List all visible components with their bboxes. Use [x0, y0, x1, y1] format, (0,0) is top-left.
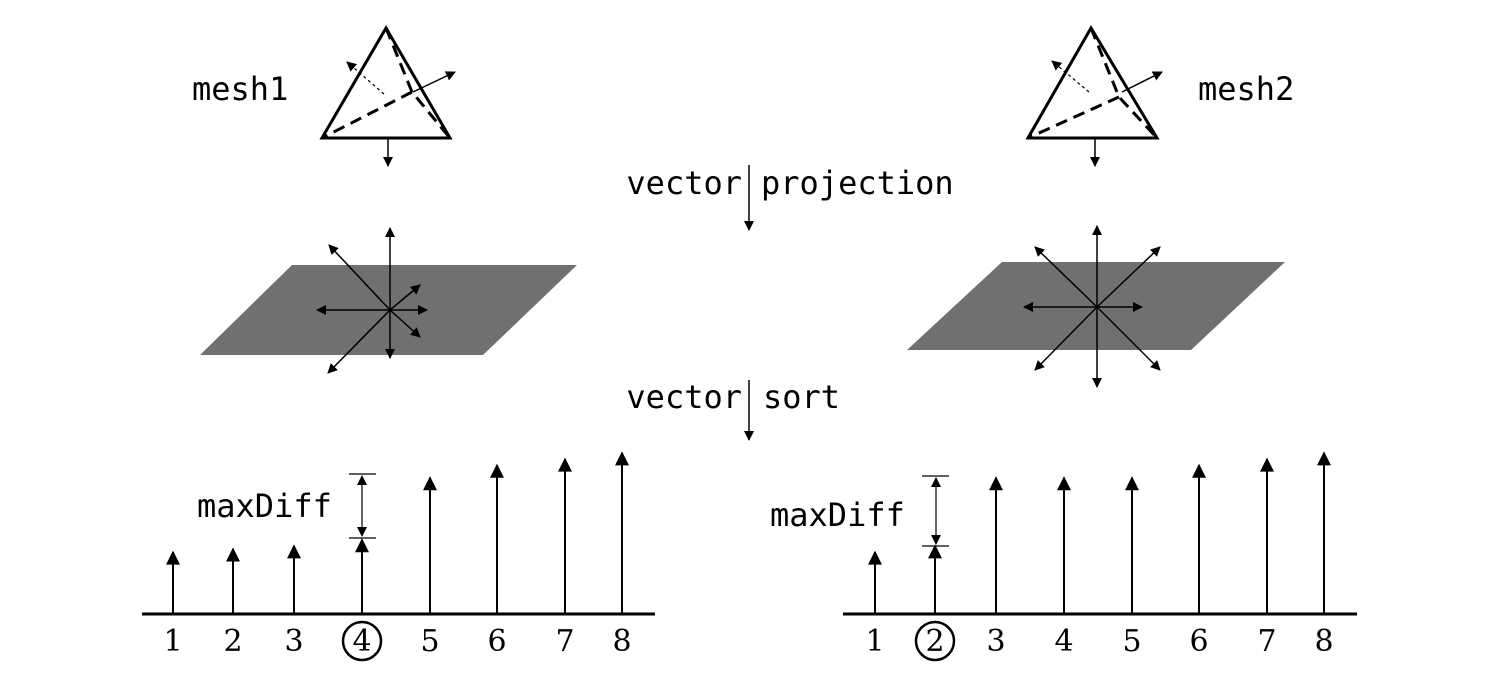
left-index-label: 7 — [555, 624, 574, 659]
projection-plane-left — [200, 227, 577, 374]
left-index-label: 8 — [612, 624, 631, 659]
mesh1-label: mesh1 — [192, 70, 288, 108]
sort-step-label-right: sort — [763, 378, 840, 416]
right-index-label: 3 — [986, 624, 1005, 659]
left-index-label: 6 — [487, 624, 506, 659]
left-index-label: 4 — [352, 624, 371, 659]
maxdiff-bracket-right — [922, 475, 949, 547]
right-index-label: 1 — [865, 624, 884, 659]
right-index-label: 8 — [1314, 624, 1333, 659]
sorted-vectors-left: 1 2 3 4 5 6 7 8 maxDiff — [142, 451, 655, 662]
right-selected-index-circle — [914, 620, 956, 662]
maxdiff-label-left: maxDiff — [197, 487, 332, 525]
left-index-label: 1 — [163, 624, 182, 659]
projection-step-label-right: projection — [761, 164, 954, 202]
sort-step-label-left: vector — [626, 378, 742, 416]
mesh2-label: mesh2 — [1198, 70, 1294, 108]
projection-plane-right — [907, 225, 1285, 388]
maxdiff-label-right: maxDiff — [770, 496, 905, 534]
mesh1-tetrahedron — [319, 25, 456, 167]
left-index-label: 3 — [284, 624, 303, 659]
right-index-label: 6 — [1189, 624, 1208, 659]
projection-step-label-left: vector — [626, 164, 742, 202]
right-index-label: 2 — [925, 624, 944, 659]
right-index-label: 5 — [1122, 624, 1141, 659]
left-index-label: 5 — [420, 624, 439, 659]
sorted-vectors-right: 1 2 3 4 5 6 7 8 maxDiff — [770, 451, 1357, 662]
mesh2-tetrahedron — [1025, 25, 1163, 167]
left-selected-index-circle — [341, 620, 383, 662]
right-index-label: 7 — [1257, 624, 1276, 659]
maxdiff-bracket-left — [349, 473, 376, 539]
right-index-label: 4 — [1054, 624, 1073, 659]
left-index-label: 2 — [223, 624, 242, 659]
